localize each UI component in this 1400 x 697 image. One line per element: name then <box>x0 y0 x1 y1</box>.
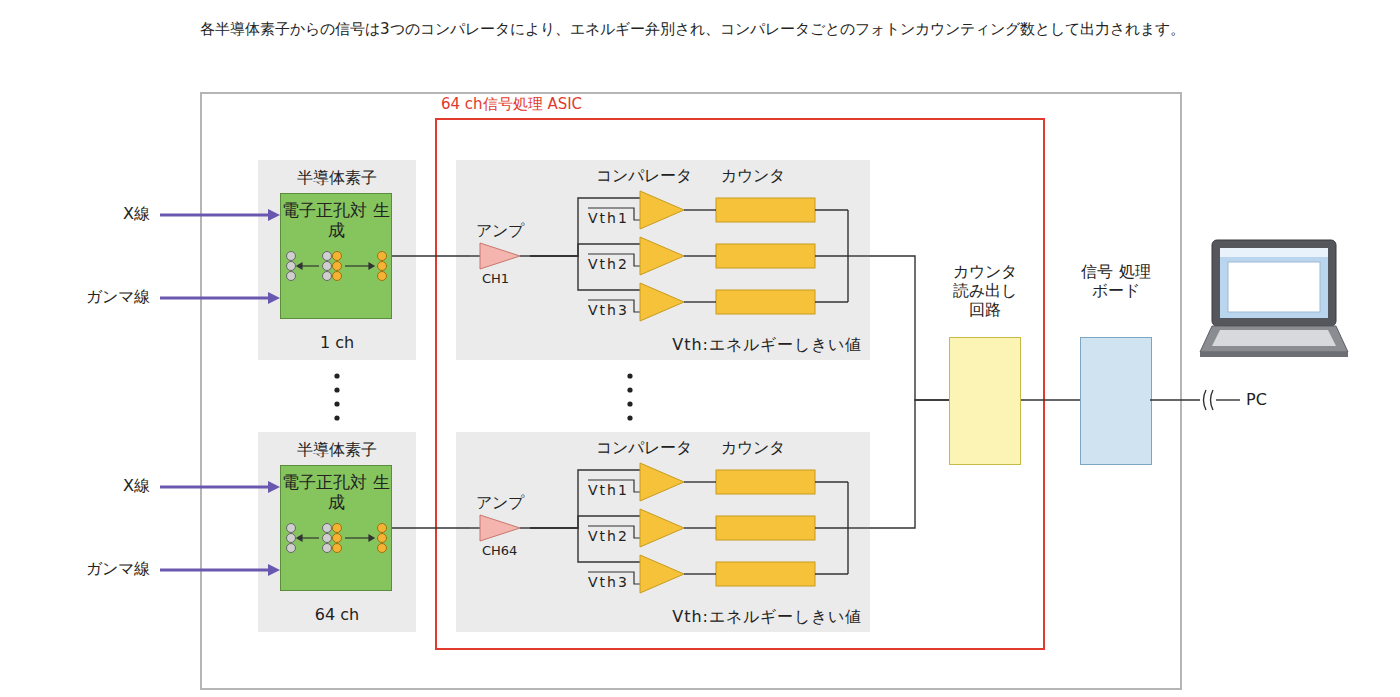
radiation-label: X線 <box>40 476 150 495</box>
threshold-label: Vth1 <box>588 483 629 498</box>
signal-wire <box>530 470 588 528</box>
column-heading: コンパレータ <box>596 438 692 457</box>
radiation-label: ガンマ線 <box>40 287 150 306</box>
signal-wire <box>392 256 470 257</box>
element-label: 電子正孔対 生成 <box>281 200 391 241</box>
comparator: Vth2 <box>588 236 686 276</box>
block-heading: 信号 処理 ボード <box>1080 262 1152 300</box>
input-arrows <box>160 209 280 576</box>
threshold-label: Vth3 <box>588 303 629 318</box>
channel-label: 1 ch <box>258 333 416 352</box>
signal-board: 信号 処理 ボード <box>1080 262 1152 465</box>
threshold-label: Vth2 <box>588 529 629 544</box>
signal-wire <box>530 244 588 256</box>
board-block <box>1080 337 1152 465</box>
signal-wire <box>870 400 949 528</box>
semiconductor-element: 電子正孔対 生成 <box>280 465 392 591</box>
column-heading: カウンタ <box>721 166 785 185</box>
counter-wires <box>684 210 870 574</box>
radiation-label: ガンマ線 <box>40 559 150 578</box>
panel-heading: 半導体素子 <box>258 168 416 187</box>
comparator: Vth1 <box>588 190 686 230</box>
threshold-label: Vth3 <box>588 575 629 590</box>
device-label: PC <box>1246 390 1267 409</box>
region-heading: 64 ch信号処理 ASIC <box>441 95 582 113</box>
comparator: Vth2 <box>588 508 686 548</box>
element-label: 電子正孔対 生成 <box>281 472 391 513</box>
semiconductor-element: 電子正孔対 生成 <box>280 193 392 319</box>
threshold-note: Vth:エネルギーしきい値 <box>672 335 862 354</box>
page-title: 各半導体素子からの信号は3つのコンパレータにより、エネルギー弁別され、コンパレー… <box>200 20 1200 38</box>
column-heading: コンパレータ <box>596 166 692 185</box>
threshold-label: Vth1 <box>588 211 629 226</box>
readout-block <box>949 337 1021 465</box>
signal-wire <box>1021 400 1080 401</box>
radiation-label: X線 <box>40 204 150 223</box>
comparator: Vth1 <box>588 462 686 502</box>
comparator: Vth3 <box>588 282 686 322</box>
block-heading: カウンタ 読み出し 回路 <box>949 262 1021 320</box>
counters <box>716 198 815 586</box>
threshold-note: Vth:エネルギーしきい値 <box>672 607 862 626</box>
signal-wire <box>530 198 588 256</box>
channel-label: 64 ch <box>258 605 416 624</box>
ellipsis-dots <box>334 373 632 420</box>
signal-wire <box>530 256 588 290</box>
threshold-label: Vth2 <box>588 257 629 272</box>
channel-number: CH64 <box>482 543 517 559</box>
laptop-icon <box>1200 240 1348 357</box>
amp-label: アンプ <box>470 493 530 512</box>
channel-number: CH1 <box>482 271 509 287</box>
column-heading: カウンタ <box>721 438 785 457</box>
readout-circuit: カウンタ 読み出し 回路 <box>949 262 1021 465</box>
comparator: Vth3 <box>588 554 686 594</box>
amplifier: アンプ CH1 <box>470 221 530 291</box>
signal-wire <box>530 528 588 562</box>
signal-wire <box>392 528 470 529</box>
signal-wire <box>530 516 588 528</box>
detector-panel: 半導体素子 64 ch 電子正孔対 生成 <box>258 432 416 632</box>
pc-cable <box>1150 390 1240 410</box>
signal-wire <box>870 256 949 400</box>
amp-label: アンプ <box>470 221 530 240</box>
amplifier: アンプ CH64 <box>470 493 530 563</box>
detector-panel: 半導体素子 1 ch 電子正孔対 生成 <box>258 160 416 360</box>
panel-heading: 半導体素子 <box>258 440 416 459</box>
